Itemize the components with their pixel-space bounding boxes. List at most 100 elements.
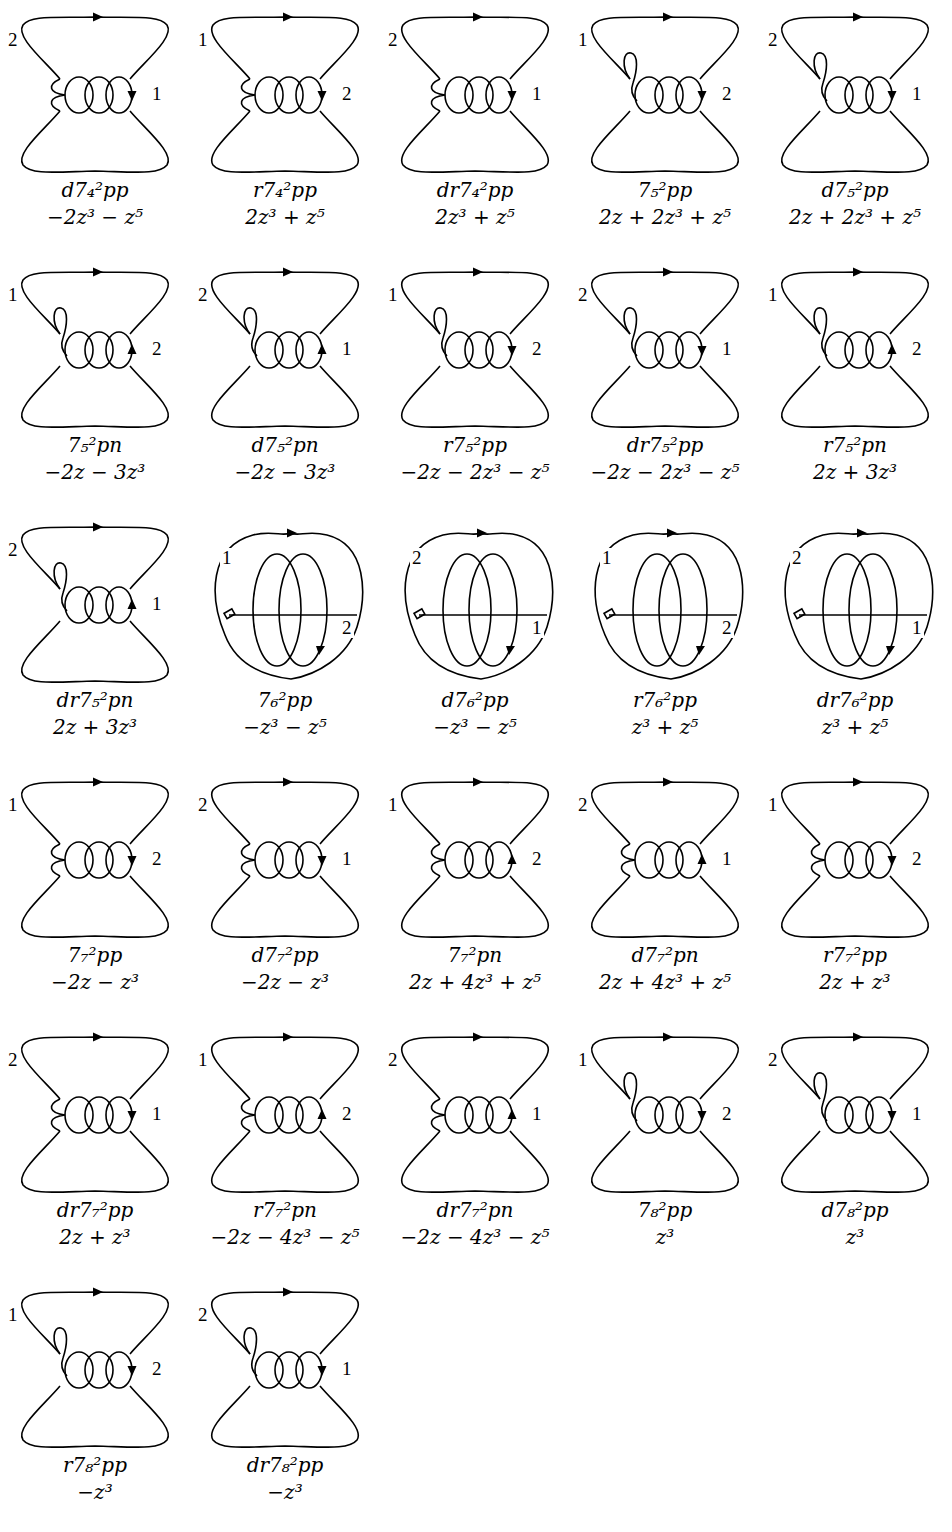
- component-number: 2: [530, 339, 544, 359]
- link-diagram: [212, 1033, 359, 1193]
- link-diagram: [212, 778, 359, 938]
- component-number: 1: [386, 285, 400, 305]
- polynomial: 2z + z³: [819, 972, 890, 993]
- component-number: 2: [386, 30, 400, 50]
- component-number: 2: [720, 1104, 734, 1124]
- component-number: 2: [340, 618, 354, 638]
- polynomial: −2z − z³: [241, 972, 329, 993]
- component-number: 1: [150, 84, 164, 104]
- link-diagram: [592, 268, 739, 428]
- polynomial: z³: [656, 1227, 675, 1248]
- component-number: 2: [340, 84, 354, 104]
- component-number: 1: [6, 795, 20, 815]
- link-name: d7₅²pn: [251, 435, 318, 456]
- polynomial: −z³ − z⁵: [243, 717, 326, 738]
- component-number: 2: [6, 1050, 20, 1070]
- component-number: 1: [340, 1359, 354, 1379]
- link-name: 7₈²pp: [638, 1200, 692, 1221]
- link-diagram: [782, 268, 929, 428]
- component-number: 2: [150, 1359, 164, 1379]
- component-number: 1: [910, 1104, 924, 1124]
- polynomial: 2z + 3z³: [813, 462, 897, 483]
- component-number: 1: [530, 618, 544, 638]
- component-number: 2: [340, 1104, 354, 1124]
- polynomial: z³ + z⁵: [632, 717, 699, 738]
- link-name: dr7₅²pn: [57, 690, 134, 711]
- link-diagram: [212, 1288, 359, 1448]
- link-diagram: [215, 529, 362, 680]
- component-number: 1: [196, 1050, 210, 1070]
- component-number: 1: [196, 30, 210, 50]
- polynomial: 2z + 2z³ + z⁵: [599, 207, 731, 228]
- link-diagram: [402, 268, 549, 428]
- link-name: r7₈²pp: [63, 1455, 127, 1476]
- link-name: 7₅²pn: [68, 435, 122, 456]
- link-diagram: [212, 268, 359, 428]
- link-diagram: [592, 778, 739, 938]
- link-name: dr7₇²pp: [57, 1200, 134, 1221]
- polynomial: z³ + z⁵: [822, 717, 889, 738]
- component-number: 2: [386, 1050, 400, 1070]
- link-diagram: [22, 1033, 169, 1193]
- link-name: d7₈²pp: [821, 1200, 888, 1221]
- component-number: 1: [340, 849, 354, 869]
- link-name: dr7₅²pp: [627, 435, 704, 456]
- component-number: 1: [6, 285, 20, 305]
- component-number: 2: [910, 849, 924, 869]
- link-name: dr7₇²pn: [437, 1200, 514, 1221]
- polynomial: 2z + 3z³: [53, 717, 137, 738]
- link-diagram: [22, 13, 169, 173]
- link-diagram: [22, 1288, 169, 1448]
- component-number: 1: [576, 1050, 590, 1070]
- component-number: 1: [150, 1104, 164, 1124]
- polynomial: −2z − 3z³: [235, 462, 336, 483]
- link-name: dr7₆²pp: [817, 690, 894, 711]
- component-number: 2: [410, 548, 424, 568]
- component-number: 2: [720, 84, 734, 104]
- link-name: r7₇²pn: [253, 1200, 317, 1221]
- component-number: 1: [220, 548, 234, 568]
- component-number: 1: [766, 795, 780, 815]
- component-number: 1: [720, 849, 734, 869]
- polynomial: 2z³ + z⁵: [435, 207, 514, 228]
- link-diagram: [22, 778, 169, 938]
- link-name: d7₅²pp: [821, 180, 888, 201]
- link-name: r7₇²pp: [823, 945, 887, 966]
- component-number: 2: [576, 285, 590, 305]
- component-number: 2: [6, 540, 20, 560]
- component-number: 2: [530, 849, 544, 869]
- polynomial: 2z + 4z³ + z⁵: [599, 972, 731, 993]
- component-number: 2: [6, 30, 20, 50]
- link-diagram: [22, 268, 169, 428]
- link-name: r7₅²pn: [823, 435, 887, 456]
- link-name: 7₇²pp: [68, 945, 122, 966]
- link-name: dr7₄²pp: [437, 180, 514, 201]
- polynomial: 2z + 4z³ + z⁵: [409, 972, 541, 993]
- link-diagram: [782, 1033, 929, 1193]
- component-number: 2: [196, 1305, 210, 1325]
- component-number: 1: [576, 30, 590, 50]
- link-name: 7₆²pp: [258, 690, 312, 711]
- link-name: d7₆²pp: [441, 690, 508, 711]
- link-name: 7₇²pn: [448, 945, 502, 966]
- polynomial: 2z³ + z⁵: [245, 207, 324, 228]
- link-diagram: [782, 778, 929, 938]
- component-number: 2: [576, 795, 590, 815]
- component-number: 1: [766, 285, 780, 305]
- polynomial: −z³: [77, 1482, 112, 1503]
- component-number: 1: [386, 795, 400, 815]
- link-diagram: [22, 523, 169, 683]
- component-number: 2: [720, 618, 734, 638]
- link-diagram: [592, 1033, 739, 1193]
- component-number: 1: [600, 548, 614, 568]
- component-number: 2: [150, 339, 164, 359]
- polynomial: −2z − z³: [51, 972, 139, 993]
- component-number: 2: [790, 548, 804, 568]
- link-diagram: [402, 1033, 549, 1193]
- polynomial: 2z + 2z³ + z⁵: [789, 207, 921, 228]
- polynomial: 2z + z³: [59, 1227, 130, 1248]
- component-number: 1: [720, 339, 734, 359]
